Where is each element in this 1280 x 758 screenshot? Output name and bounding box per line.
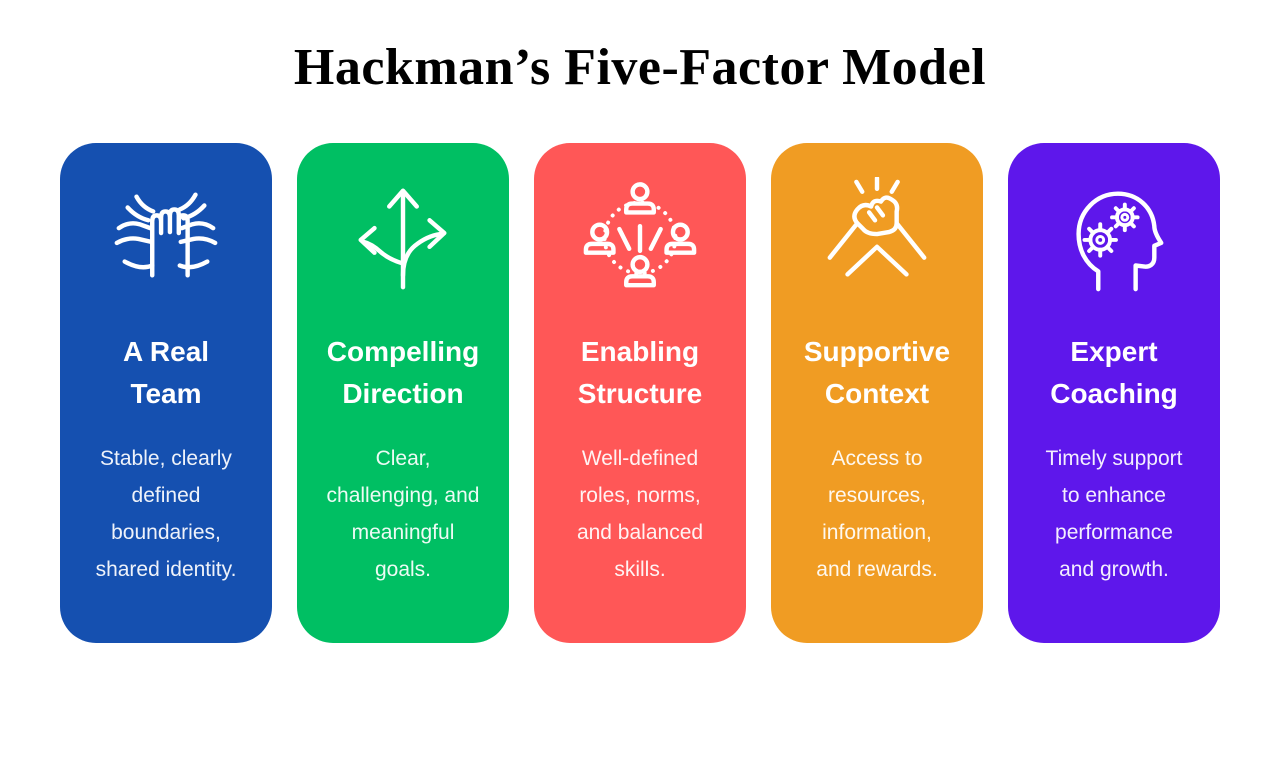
- card-heading: Expert Coaching: [1050, 336, 1178, 409]
- card-heading: Compelling Direction: [326, 336, 480, 409]
- card-body: Timely support to enhance performance an…: [1045, 447, 1183, 581]
- team-hands-icon: [107, 171, 225, 301]
- card-body: Access to resources, information, and re…: [816, 447, 938, 581]
- hand-clasp-icon: [818, 171, 936, 301]
- card-body: Stable, clearly defined boundaries, shar…: [95, 447, 237, 581]
- card-expert-coaching: Expert Coaching Timely support to enhanc…: [1008, 143, 1220, 643]
- card-compelling-direction: Compelling Direction Clear, challenging,…: [297, 143, 509, 643]
- card-supportive-context: Supportive Context Access to resources, …: [771, 143, 983, 643]
- card-body: Well-defined roles, norms, and balanced …: [576, 447, 704, 581]
- card-heading: A Real Team: [122, 336, 210, 409]
- head-gears-icon: [1055, 171, 1173, 301]
- people-network-icon: [581, 171, 699, 301]
- card-heading: Supportive Context: [803, 336, 951, 409]
- page-title: Hackman’s Five-Factor Model: [293, 39, 987, 96]
- card-heading: Enabling Structure: [577, 336, 703, 409]
- card-body: Clear, challenging, and meaningful goals…: [326, 447, 480, 581]
- cards-row: A Real Team Stable, clearly defined boun…: [0, 143, 1280, 643]
- card-enabling-structure: Enabling Structure Well-defined roles, n…: [534, 143, 746, 643]
- card-a-real-team: A Real Team Stable, clearly defined boun…: [60, 143, 272, 643]
- direction-arrows-icon: [344, 171, 462, 301]
